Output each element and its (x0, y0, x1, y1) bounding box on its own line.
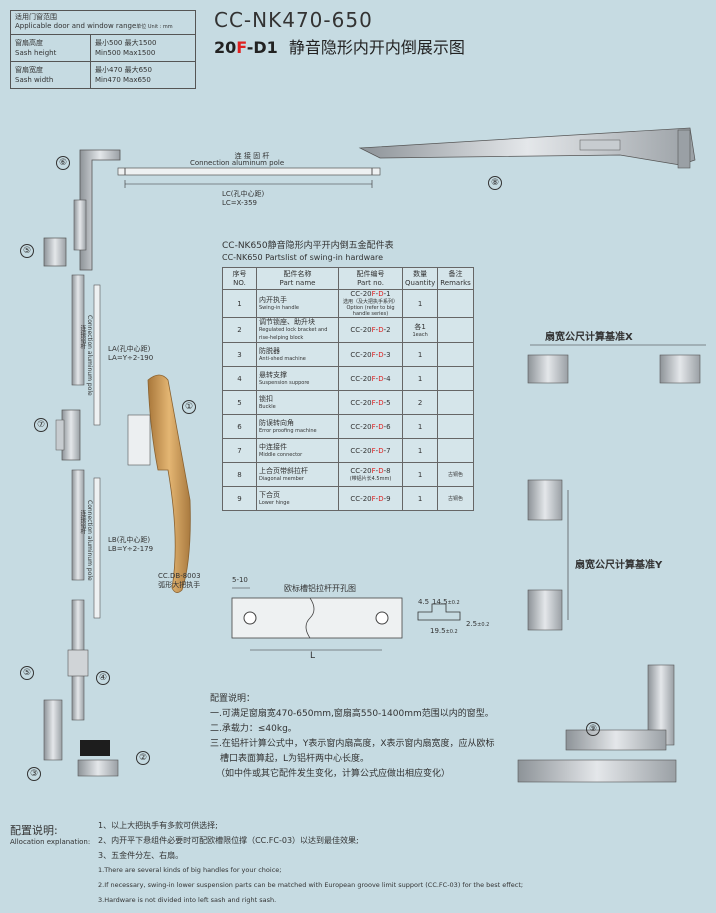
vertical-pole-lb (71, 469, 101, 619)
callout-1: ① (182, 400, 196, 414)
lower-assembly (43, 599, 89, 761)
parts-table-title: CC-NK650静音隐形内平开内倒五金配件表 CC-NK650 Partslis… (222, 241, 394, 262)
dim-14-5: 14.5±0.2 (432, 598, 460, 606)
model-title: CC-NK470-650 (214, 8, 373, 32)
vertical-pole-la (71, 274, 101, 426)
callout-8: ⑧ (488, 176, 502, 190)
dim-5-10: 5-10 (232, 576, 248, 584)
vertical-label-en-2: Connection aluminum pole (86, 500, 93, 581)
callout-3: ③ (27, 767, 41, 781)
callout-5-bottom: ⑤ (20, 666, 34, 680)
dim-l: L (310, 651, 316, 661)
dim-2-5: 2.5±0.2 (466, 620, 490, 628)
spec-table: 适用门窗范围 Applicable door and window range单… (10, 10, 196, 89)
callout-4: ④ (96, 671, 110, 685)
connection-pole-label-en: Connection aluminum pole (190, 159, 285, 167)
corner-drive-6 (73, 149, 121, 271)
callout-7: ⑦ (34, 418, 48, 432)
lower-hinge-9 (517, 664, 677, 783)
callout-9: ⑨ (586, 722, 600, 736)
groove-title: 欧标槽铝拉杆开孔图 (284, 584, 356, 593)
connection-pole-label: 连 接 固 杆 (234, 152, 270, 160)
profile-width-base (527, 344, 706, 384)
dim-19-5: 19.5±0.2 (430, 627, 458, 635)
vertical-label-zh-2: 连接铝杆 (79, 510, 86, 534)
groove-diagram (231, 587, 461, 651)
allocation-notes: 1、以上大把执手有多款可供选择; 2、内开平下悬组件必要时可配欧槽限位撑（CC.… (98, 821, 524, 904)
width-base-label: 扇宽公尺计算基准X (545, 332, 633, 343)
lc-label: LC(孔中心距) LC=X-359 (222, 190, 265, 207)
handle-caption: CC.DB-8003 弧形大把执手 (158, 572, 201, 589)
middle-connector-7 (55, 409, 81, 461)
callout-5-top: ⑤ (20, 244, 34, 258)
product-title: 20F-D1 静音隐形内开内倒展示图 (214, 38, 465, 57)
config-notes: 配置说明： 一.可满足窗扇宽470-650mm,窗扇高550-1400mm范围以… (210, 694, 495, 779)
lb-label: LB(孔中心距) LB=Y÷2-179 (108, 536, 154, 553)
buckle-top (43, 237, 67, 267)
profile-height-base (527, 479, 569, 631)
allocation-label: 配置说明: Allocation explanation: (10, 824, 91, 846)
dim-4-5: 4.5 (418, 598, 430, 606)
height-base-label: 扇宽公尺计算基准Y (575, 560, 663, 571)
top-connection-pole (117, 167, 381, 188)
callout-6: ⑥ (56, 156, 70, 170)
callout-2: ② (136, 751, 150, 765)
handle-1 (127, 374, 191, 593)
la-label: LA(孔中心距) LA=Y÷2-190 (108, 345, 154, 362)
vertical-label-zh-1: 连接铝杆 (79, 325, 86, 349)
spec-header: 适用门窗范围 Applicable door and window range单… (15, 13, 173, 30)
lock-bracket-2 (77, 740, 119, 777)
vertical-label-en-1: Connection aluminum pole (86, 315, 93, 396)
diagonal-member-8 (358, 127, 696, 169)
